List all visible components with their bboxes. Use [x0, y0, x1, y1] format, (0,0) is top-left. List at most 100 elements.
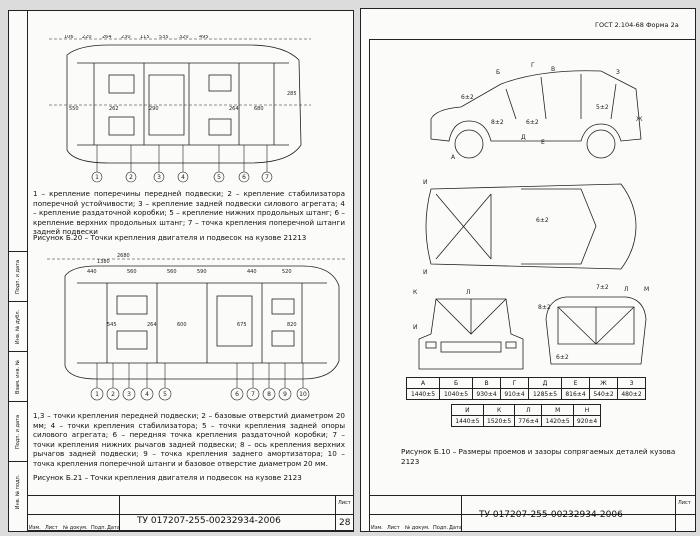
svg-text:Ж: Ж [636, 116, 643, 123]
svg-text:590: 590 [197, 269, 207, 275]
car-rear-view: 7±2 8±2 6±2 М Л [538, 284, 649, 365]
svg-text:2: 2 [111, 391, 115, 398]
stamp-col: Изм. [29, 525, 41, 531]
svg-text:545: 545 [107, 322, 117, 328]
svg-text:8±2: 8±2 [491, 119, 504, 126]
form-header: ГОСТ 2.104-68 Форма 2а [595, 21, 679, 29]
svg-text:6±2: 6±2 [461, 94, 474, 101]
side-strip-cell: Инв. № дубл. [9, 301, 27, 352]
svg-text:И: И [413, 324, 418, 331]
stamp-col: Лист [45, 525, 58, 531]
svg-text:6±2: 6±2 [526, 119, 539, 126]
svg-text:Л: Л [624, 286, 629, 293]
svg-text:6: 6 [235, 391, 239, 398]
side-strip-cell: Инв. № подл. [9, 461, 27, 522]
svg-text:285: 285 [287, 91, 297, 97]
svg-text:5±2: 5±2 [596, 104, 609, 111]
svg-text:440: 440 [247, 269, 257, 275]
title-block: ТУ 017207-255-00232934-2006 Лист 28 Изм.… [27, 495, 353, 532]
svg-text:И: И [423, 179, 428, 186]
document-code: ТУ 017207-255-00232934-2006 [137, 516, 281, 526]
svg-text:Л: Л [466, 289, 471, 296]
svg-text:115: 115 [140, 35, 150, 40]
sheet-label: Лист [338, 500, 351, 506]
left-side-strip: Подп. и дата Инв. № дубл. Взам. инв. № П… [9, 251, 28, 521]
svg-text:320: 320 [179, 35, 189, 40]
svg-text:6±2: 6±2 [556, 354, 569, 361]
svg-text:К: К [413, 289, 418, 296]
car-side-view: 6±2 8±2 6±2 5±2 Б Г В З А Д Е Ж [430, 62, 643, 161]
svg-text:7: 7 [265, 174, 269, 181]
svg-text:Д: Д [521, 134, 526, 141]
svg-text:Е: Е [541, 139, 545, 146]
svg-text:264: 264 [102, 35, 112, 40]
svg-text:230: 230 [121, 35, 131, 40]
document-code: ТУ 017207-255-00232934-2006 [479, 510, 623, 520]
stamp-col: Подп. [433, 525, 449, 531]
stamp-col: Лист [387, 525, 400, 531]
svg-text:3: 3 [127, 391, 131, 398]
svg-text:6: 6 [242, 174, 246, 181]
svg-text:4: 4 [181, 174, 185, 181]
svg-text:264: 264 [147, 322, 157, 328]
svg-text:495: 495 [199, 35, 209, 40]
figure-b21-caption: Рисунок Б.21 – Точки крепления двигателя… [33, 473, 302, 482]
side-strip-cell: Подп. и дата [9, 401, 27, 462]
svg-text:9: 9 [283, 391, 287, 398]
svg-text:Б: Б [496, 69, 500, 76]
svg-text:И: И [423, 269, 428, 276]
svg-text:560: 560 [127, 269, 137, 275]
svg-text:7: 7 [251, 391, 255, 398]
svg-text:675: 675 [237, 322, 247, 328]
stamp-col: Дата [107, 525, 120, 531]
svg-text:520: 520 [282, 269, 292, 275]
stamp-col: № докум. [63, 525, 88, 531]
svg-text:440: 440 [87, 269, 97, 275]
svg-text:5: 5 [217, 174, 221, 181]
svg-text:В: В [551, 66, 555, 73]
svg-text:220: 220 [82, 35, 92, 40]
car-top-view: И И 6±2 [423, 179, 637, 276]
svg-text:8±2: 8±2 [538, 304, 551, 311]
svg-text:М: М [644, 286, 649, 293]
svg-text:550: 550 [69, 106, 79, 112]
sheet-number: 28 [339, 518, 351, 528]
car-front-view: К Л И [413, 289, 524, 370]
stamp-col: Дата [449, 525, 462, 531]
svg-text:7±2: 7±2 [596, 284, 609, 291]
svg-text:290: 290 [149, 106, 159, 112]
svg-text:680: 680 [254, 106, 264, 112]
svg-text:6±2: 6±2 [536, 217, 549, 224]
svg-text:10: 10 [299, 391, 307, 398]
figure-b10-caption: Рисунок Б.10 – Размеры проемов и зазоры … [401, 447, 676, 466]
side-strip-cell: Взам. инв. № [9, 351, 27, 402]
svg-text:2680: 2680 [117, 253, 130, 259]
svg-text:4: 4 [145, 391, 149, 398]
svg-text:5: 5 [163, 391, 167, 398]
right-page: ГОСТ 2.104-68 Форма 2а 6±2 8±2 6±2 5±2 Б… [360, 8, 696, 532]
svg-text:3: 3 [157, 174, 161, 181]
svg-text:8: 8 [267, 391, 271, 398]
svg-text:262: 262 [109, 106, 119, 112]
svg-text:106: 106 [64, 35, 74, 40]
stamp-col: Подп. [91, 525, 107, 531]
svg-text:264: 264 [229, 106, 239, 112]
stamp-col: Изм. [371, 525, 383, 531]
svg-text:1: 1 [95, 174, 99, 181]
svg-text:Г: Г [531, 62, 535, 69]
svg-text:820: 820 [287, 322, 297, 328]
page-frame [369, 39, 695, 531]
svg-text:535: 535 [159, 35, 169, 40]
figure-b20-drawing: 106 220 264 230 115 535 320 495 285 550 680 290 2… [49, 35, 311, 183]
figure-b20-legend: 1 – крепление поперечины передней подвес… [33, 189, 345, 236]
svg-text:1: 1 [95, 391, 99, 398]
sheet-label: Лист [678, 500, 691, 506]
svg-text:1380: 1380 [97, 259, 110, 265]
figure-b21-legend: 1,3 – точки крепления передней подвески;… [33, 411, 345, 468]
